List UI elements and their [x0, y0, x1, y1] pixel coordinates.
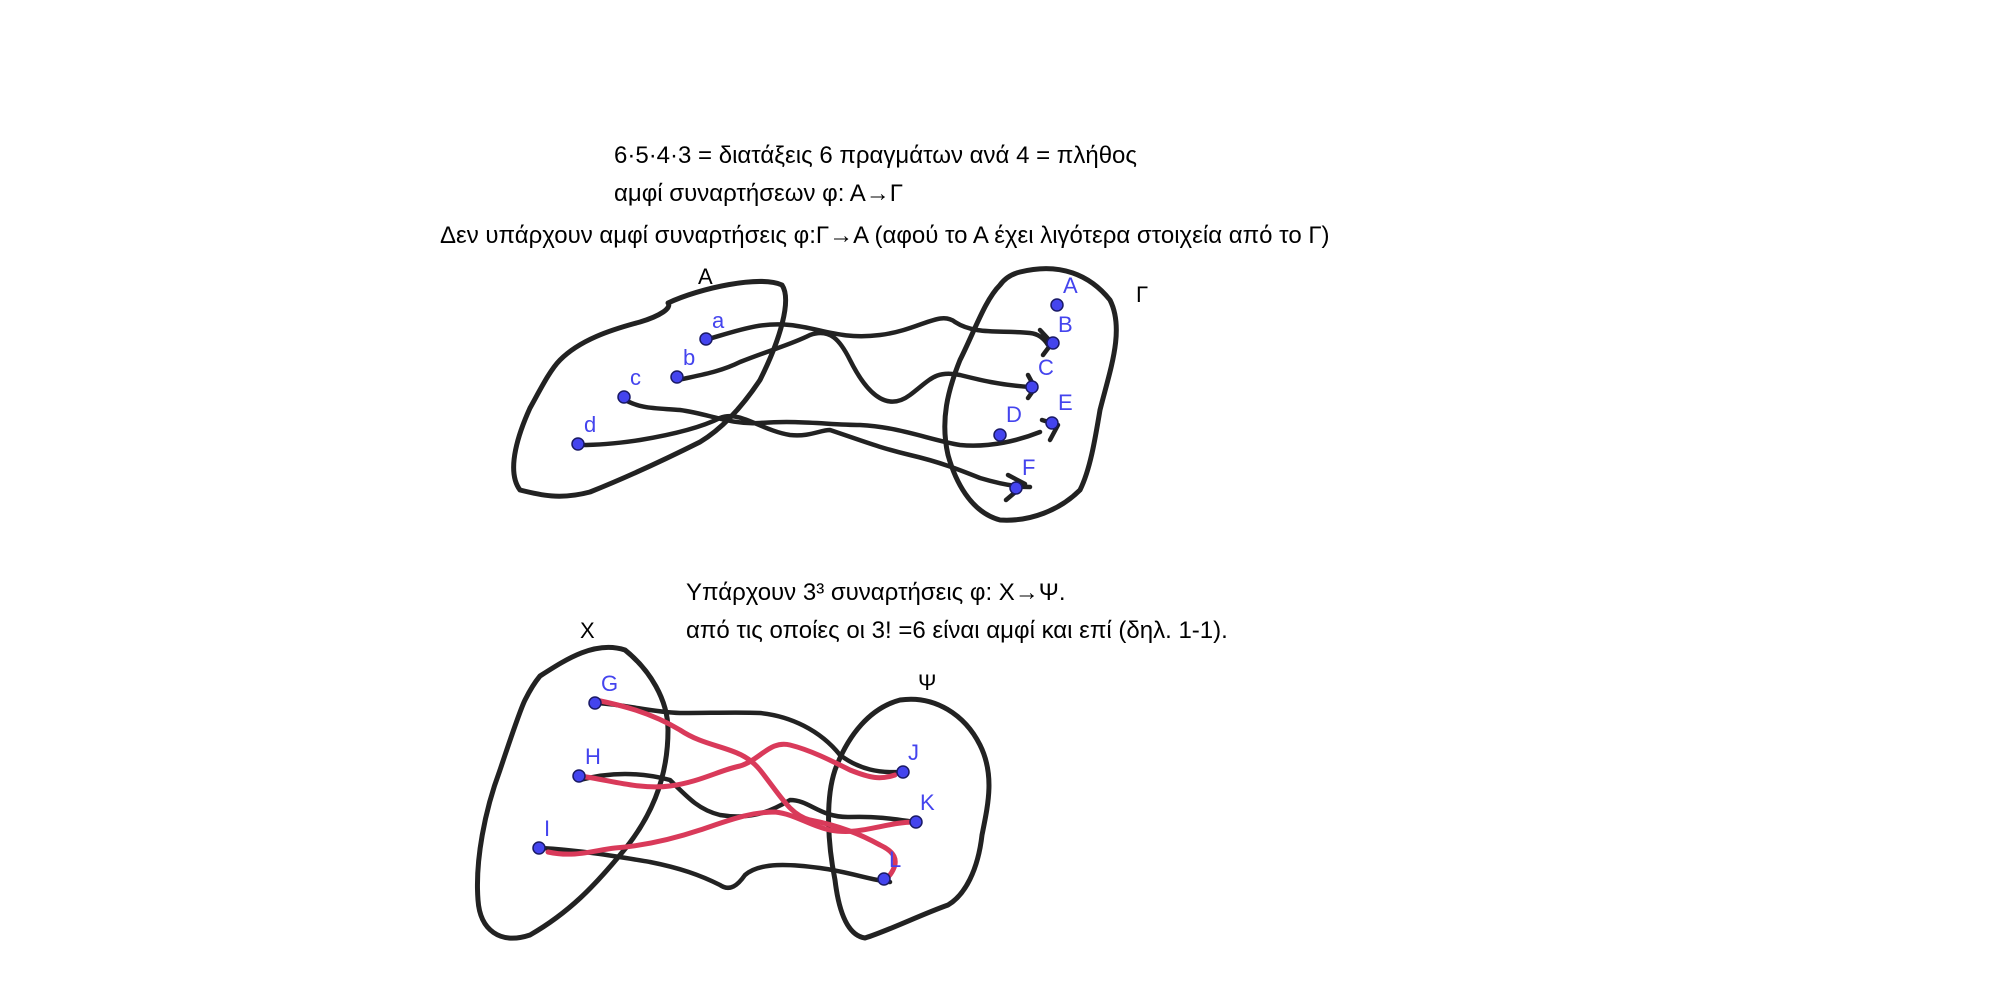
map-a-to-b: [702, 316, 1051, 348]
point-d[interactable]: [571, 437, 585, 451]
point-label-F: F: [1022, 455, 1035, 480]
text-line-3: Δεν υπάρχουν αμφί συναρτήσεις φ:Γ→Α (αφο…: [440, 222, 1330, 249]
text-line-2: αμφί συναρτήσεων φ: Α→Γ: [614, 180, 903, 207]
point-label-A: A: [1063, 273, 1078, 298]
point-b[interactable]: [670, 370, 684, 384]
text-line-5: από τις οποίες οι 3! =6 είναι αμφί και ε…: [686, 617, 1228, 644]
map-g-to-l-red: [593, 697, 898, 883]
text-line-4: Υπάρχουν 3³ συναρτήσεις φ: Χ→Ψ.: [686, 579, 1066, 606]
point-F[interactable]: [1009, 481, 1023, 495]
map-g-to-j-black: [593, 700, 903, 775]
point-label-c: c: [630, 365, 641, 390]
point-G[interactable]: [588, 696, 602, 710]
point-label-b: b: [683, 345, 695, 370]
point-H[interactable]: [572, 769, 586, 783]
point-B[interactable]: [1046, 336, 1060, 350]
set-x-outline: [475, 644, 671, 941]
set-label-gamma: Γ: [1136, 282, 1148, 307]
point-a[interactable]: [699, 332, 713, 346]
point-label-H: H: [585, 744, 601, 769]
point-D[interactable]: [993, 428, 1007, 442]
point-c[interactable]: [617, 390, 631, 404]
set-psi-outline: [826, 696, 992, 941]
point-label-E: E: [1058, 390, 1073, 415]
point-label-B: B: [1058, 312, 1073, 337]
map-i-to-l-black: [537, 845, 893, 891]
point-label-I: I: [544, 816, 550, 841]
point-label-K: K: [920, 790, 935, 815]
set-label-a: A: [698, 264, 713, 289]
point-label-d: d: [584, 412, 596, 437]
point-I[interactable]: [532, 841, 546, 855]
map-d-to-f: [577, 414, 1033, 490]
point-label-G: G: [601, 671, 618, 696]
arrowhead-f: [1003, 472, 1028, 503]
point-label-J: J: [908, 740, 919, 765]
point-A[interactable]: [1050, 298, 1064, 312]
point-label-a: a: [712, 308, 725, 333]
point-K[interactable]: [909, 815, 923, 829]
point-label-C: C: [1038, 355, 1054, 380]
point-L[interactable]: [877, 872, 891, 886]
set-label-x: Χ: [580, 618, 595, 643]
point-J[interactable]: [896, 765, 910, 779]
set-label-psi: Ψ: [918, 670, 936, 695]
map-h-to-j-red: [577, 741, 898, 790]
text-line-1: 6·5·4·3 = διατάξεις 6 πραγμάτων ανά 4 = …: [614, 142, 1137, 169]
map-c-to-e: [619, 395, 1043, 448]
point-label-L: L: [889, 847, 901, 872]
set-gamma-outline: [942, 266, 1119, 523]
point-C[interactable]: [1025, 380, 1039, 394]
point-label-D: D: [1006, 402, 1022, 427]
map-i-to-k-red: [545, 809, 918, 857]
point-E[interactable]: [1045, 416, 1059, 430]
map-b-to-c: [675, 330, 1033, 404]
set-a-outline: [511, 279, 789, 499]
